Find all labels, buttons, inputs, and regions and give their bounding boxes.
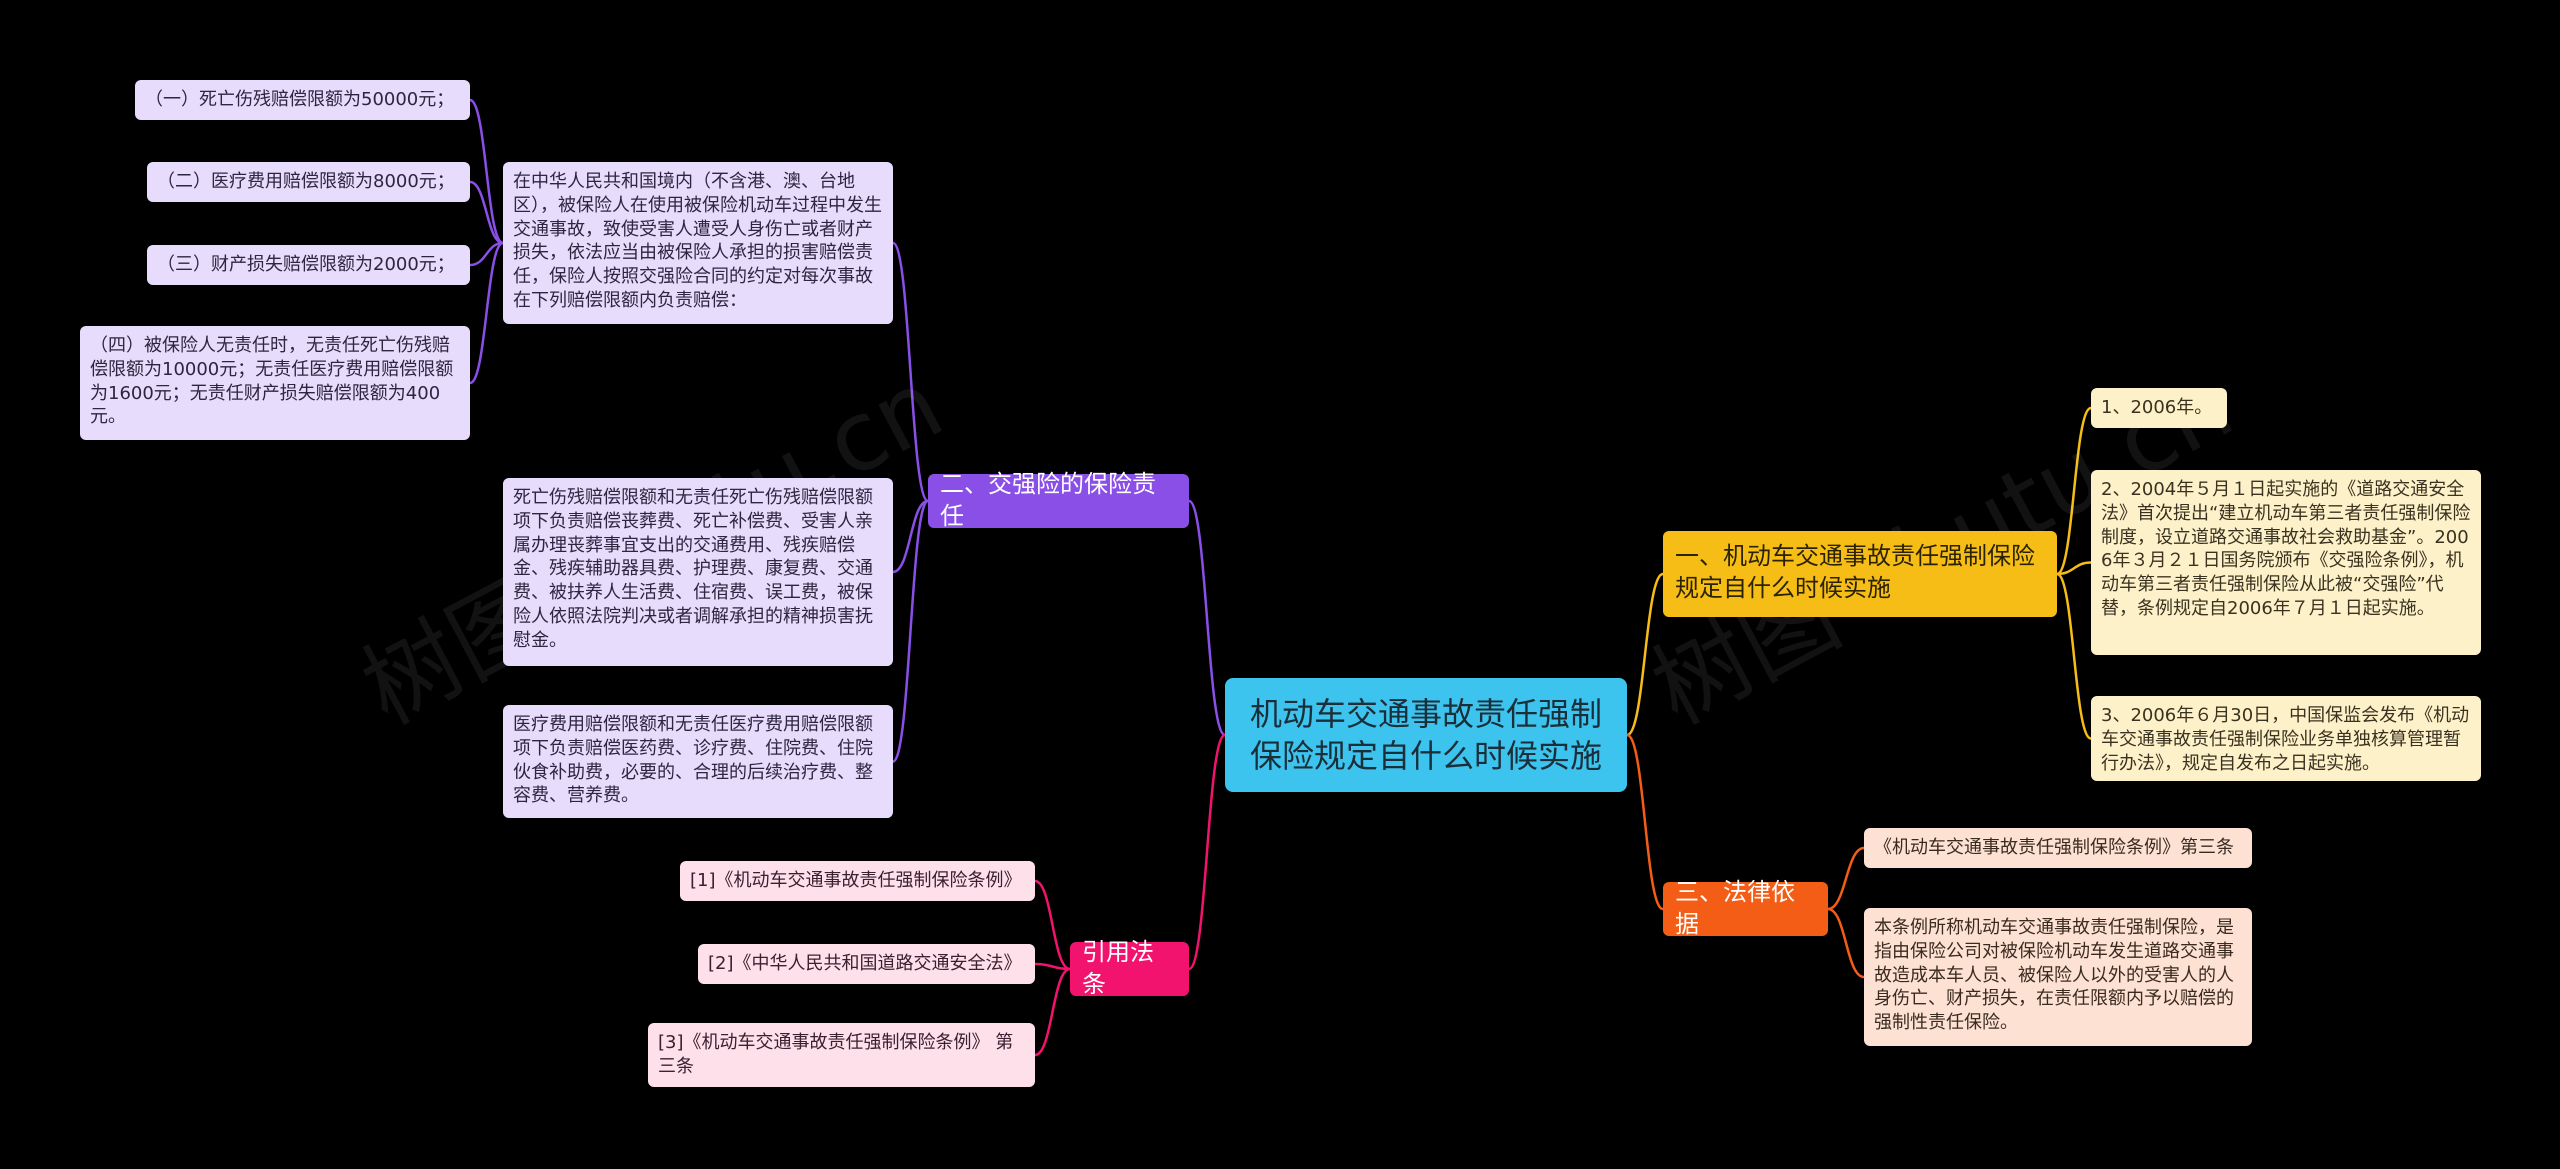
link-n-y-n-y1 xyxy=(2056,561,2092,576)
link-n-y-n-y0 xyxy=(2056,406,2092,576)
link-n-y-n-y2 xyxy=(2056,572,2092,740)
link-root-n-k xyxy=(1187,733,1227,971)
leaf-year-2006[interactable]: 1、2006年。 xyxy=(2091,388,2227,428)
link-n-p-intro-n-p-l1 xyxy=(469,180,504,245)
leaf-citation-3[interactable]: [3]《机动车交通事故责任强制保险条例》 第三条 xyxy=(648,1023,1035,1087)
link-n-p-n-p-intro xyxy=(891,241,930,503)
leaf-death-coverage[interactable]: 死亡伤残赔偿限额和无责任死亡伤残赔偿限额项下负责赔偿丧葬费、死亡补偿费、受害人亲… xyxy=(503,478,893,666)
link-root-n-o xyxy=(1626,733,1664,911)
root-topic[interactable]: 机动车交通事故责任强制保险规定自什么时候实施 xyxy=(1225,678,1627,792)
leaf-citation-2[interactable]: [2]《中华人民共和国道路交通安全法》 xyxy=(698,944,1035,984)
link-n-p-intro-n-p-l2 xyxy=(469,241,504,267)
branch-cited-laws[interactable]: 引用法条 xyxy=(1070,938,1189,998)
link-n-k-n-k0 xyxy=(1034,879,1071,971)
leaf-regulation-article[interactable]: 《机动车交通事故责任强制保险条例》第三条 xyxy=(1864,828,2252,868)
leaf-medical-coverage[interactable]: 医疗费用赔偿限额和无责任医疗费用赔偿限额项下负责赔偿医药费、诊疗费、住院费、住院… xyxy=(503,705,893,818)
branch-legal-basis[interactable]: 三、法律依据 xyxy=(1663,878,1828,938)
link-n-p-intro-n-p-l0 xyxy=(469,98,504,245)
leaf-law-history[interactable]: 2、2004年５月１日起实施的《道路交通安全法》首次提出“建立机动车第三者责任强… xyxy=(2091,470,2481,655)
link-root-n-p xyxy=(1187,499,1227,737)
leaf-citation-1[interactable]: [1]《机动车交通事故责任强制保险条例》 xyxy=(680,861,1035,901)
link-n-p-n-p-death xyxy=(892,499,929,574)
link-n-p-n-p-med xyxy=(891,499,930,763)
link-n-o-n-o0 xyxy=(1827,846,1865,911)
link-n-o-n-o1 xyxy=(1827,907,1865,979)
leaf-regulation-definition[interactable]: 本条例所称机动车交通事故责任强制保险，是指由保险公司对被保险机动车发生道路交通事… xyxy=(1864,908,2252,1046)
leaf-limit-medical[interactable]: （二）医疗费用赔偿限额为8000元； xyxy=(147,162,470,202)
leaf-liability-intro[interactable]: 在中华人民共和国境内（不含港、澳、台地区），被保险人在使用被保险机动车过程中发生… xyxy=(503,162,893,324)
leaf-circ-announcement[interactable]: 3、2006年６月30日，中国保监会发布《机动车交通事故责任强制保险业务单独核算… xyxy=(2091,696,2481,781)
leaf-limit-death[interactable]: （一）死亡伤残赔偿限额为50000元； xyxy=(135,80,470,120)
link-n-k-n-k1 xyxy=(1034,962,1071,971)
branch-implementation-date[interactable]: 一、机动车交通事故责任强制保险规定自什么时候实施 xyxy=(1663,531,2057,617)
leaf-limit-no-fault[interactable]: （四）被保险人无责任时，无责任死亡伤残赔偿限额为10000元；无责任医疗费用赔偿… xyxy=(80,326,470,440)
link-n-p-intro-n-p-l3 xyxy=(469,241,504,385)
branch-insurance-liability[interactable]: 二、交强险的保险责任 xyxy=(928,470,1189,530)
link-root-n-y xyxy=(1626,572,1664,737)
leaf-limit-property[interactable]: （三）财产损失赔偿限额为2000元； xyxy=(147,245,470,285)
link-n-k-n-k2 xyxy=(1034,967,1071,1057)
